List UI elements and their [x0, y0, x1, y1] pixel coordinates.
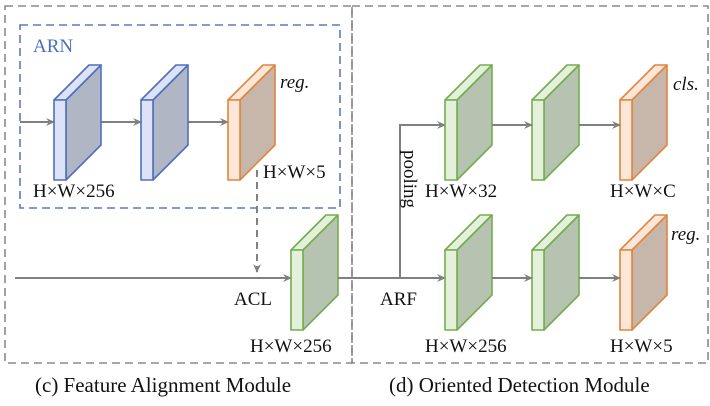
block-front-face [619, 99, 633, 181]
block-front-face [227, 99, 241, 181]
block-front-face [444, 99, 458, 181]
bottom-row-block-3-dims: H×W×5 [610, 336, 673, 357]
arf-label: ARF [380, 289, 417, 310]
block-front-face [290, 249, 304, 331]
top-row-block-1 [444, 64, 493, 181]
arn-block-3-regression [227, 64, 276, 181]
arn-block-1 [53, 64, 102, 181]
bottom-row-block-2 [531, 214, 580, 331]
block-front-face [531, 249, 545, 331]
acl-label: ACL [234, 289, 272, 310]
top-row-block-3-classification [619, 64, 668, 181]
arn-box-border [19, 24, 341, 209]
block-front-face [444, 249, 458, 331]
pooling-label: pooling [399, 150, 420, 209]
block-front-face [53, 99, 67, 181]
caption-feature-alignment: (c) Feature Alignment Module [35, 373, 291, 397]
arn-reg-tag: reg. [280, 72, 309, 93]
bottom-row-block-1 [444, 214, 493, 331]
top-row-block-2 [531, 64, 580, 181]
block-front-face [531, 99, 545, 181]
pooling-branch-arrow [399, 121, 446, 278]
caption-oriented-detection: (d) Oriented Detection Module [389, 373, 650, 397]
cls-tag: cls. [673, 74, 699, 95]
top-row-block-3-dims: H×W×C [610, 181, 676, 202]
acl-output-block [290, 214, 339, 331]
panel-feature-alignment-border [4, 5, 353, 364]
panel-oriented-detection-border [351, 5, 709, 364]
arn-block-1-dims: H×W×256 [33, 181, 115, 202]
arn-block-2 [140, 64, 189, 181]
top-row-block-1-dims: H×W×32 [425, 181, 497, 202]
block-front-face [619, 249, 633, 331]
bottom-row-block-3-regression [619, 214, 668, 331]
bottom-reg-tag: reg. [671, 224, 700, 245]
block-front-face [140, 99, 154, 181]
acl-block-dims: H×W×256 [250, 336, 332, 357]
bottom-row-block-1-dims: H×W×256 [425, 336, 507, 357]
arn-block-3-dims: H×W×5 [263, 162, 326, 183]
arn-title: ARN [33, 36, 73, 57]
